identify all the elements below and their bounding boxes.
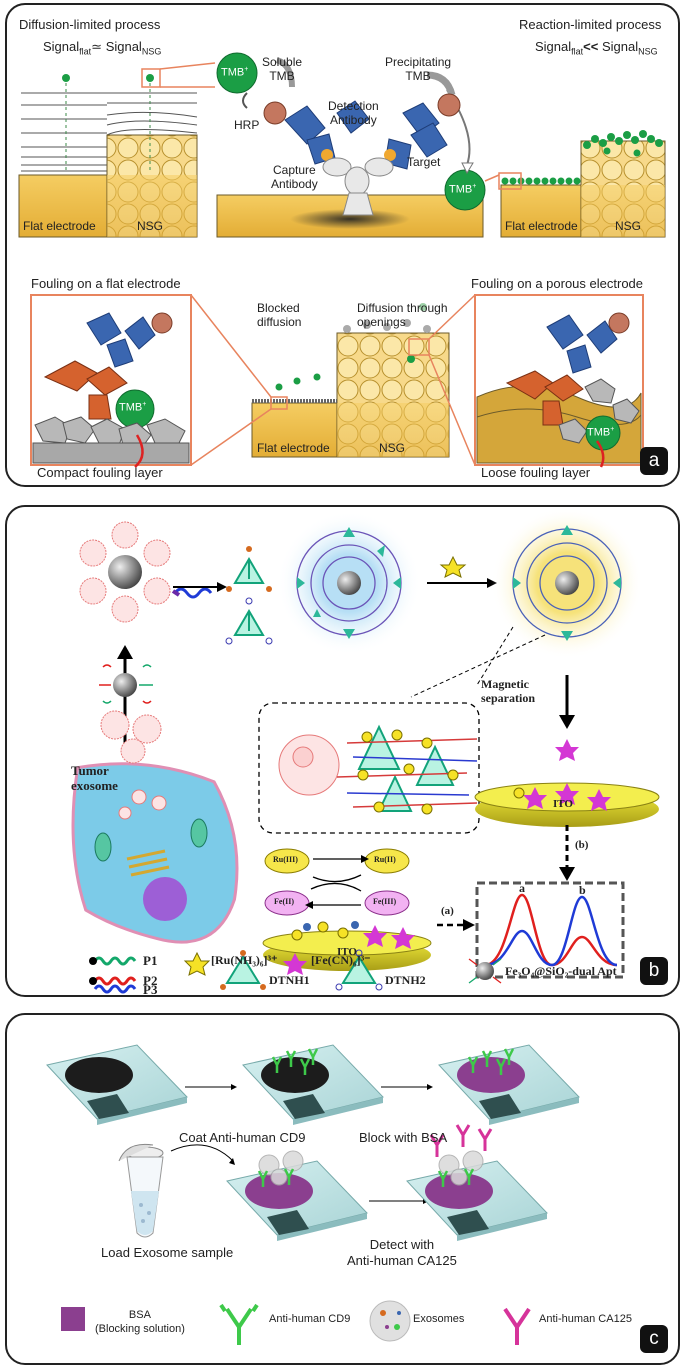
fe3o4-label: Fe₃O₄@SiO₂-dual Apt <box>505 964 617 978</box>
fouling-porous-title: Fouling on a porous electrode <box>471 276 644 291</box>
coat-label: Coat Anti-human CD9 <box>179 1130 306 1145</box>
ru-complex-label: [Ru(NH₃)₆]³⁺ <box>211 953 278 967</box>
peak-b-label: b <box>579 883 586 897</box>
fouling-centre-diagram <box>190 294 476 466</box>
p2-label: P2 <box>143 973 158 988</box>
panel-a-illustration <box>18 52 666 468</box>
nsg-label-3: NSG <box>379 441 406 455</box>
flat-electrode-label-1: Flat electrode <box>23 219 96 233</box>
chip-5 <box>406 1124 548 1241</box>
redox-cycle <box>264 848 410 916</box>
step-a-label: (a) <box>441 905 454 917</box>
precipitating-tmb-label: Precipitating TMB <box>385 55 452 83</box>
magnetic-separation-label: Magnetic separation <box>481 677 535 705</box>
tmb-plus-label-4: TMB+ <box>587 426 615 439</box>
load-label: Load Exosome sample <box>101 1245 234 1260</box>
detect-label: Detect with Anti-human CA125 <box>347 1237 457 1268</box>
sample-tube <box>118 1143 164 1238</box>
magnetic-bead-exosomes <box>79 521 171 623</box>
bsa-legend-label: BSA (Blocking solution) <box>95 1309 185 1335</box>
diffusion-openings-label: Diffusion through openings <box>357 301 448 329</box>
capture-antibody-label: Capture Antibody <box>271 163 318 191</box>
fe3-label: Fe(III) <box>373 897 397 906</box>
fe-complex-label: [Fe(CN)₆]³⁻ <box>311 953 371 967</box>
loose-fouling-zoom <box>134 294 644 468</box>
panel-c-illustration <box>46 1044 580 1345</box>
blocked-diffusion-label: Blocked diffusion <box>257 301 302 329</box>
soluble-tmb-label: Soluble TMB <box>262 55 303 83</box>
dtnh1-label: DTNH1 <box>269 973 310 987</box>
legend-icons <box>89 949 502 994</box>
chip-3 <box>438 1044 580 1125</box>
nsg-label-1: NSG <box>137 219 164 233</box>
chip-4 <box>226 1150 368 1241</box>
detection-antibody-label: Detection Antibody <box>328 99 379 127</box>
chip-2 <box>242 1044 384 1125</box>
ito-label-bottom: ITO <box>337 946 357 958</box>
target-label: Target <box>407 155 441 169</box>
tumor-cell <box>71 762 239 944</box>
p1-label: P1 <box>143 953 158 968</box>
tmb-plus-label-2: TMB+ <box>449 183 477 196</box>
zoom-inner <box>278 724 478 815</box>
dtnh-structures <box>225 546 273 645</box>
fe2-label: Fe(II) <box>274 897 294 906</box>
flat-electrode-label-2: Flat electrode <box>505 219 578 233</box>
tumor-exosome-label: Tumor exosome <box>71 763 118 793</box>
reaction-diagram <box>484 130 666 238</box>
reaction-limited-title: Reaction-limited process <box>519 17 662 32</box>
panel-a-badge: a <box>640 447 668 475</box>
diffusion-limited-title: Diffusion-limited process <box>19 17 161 32</box>
signal-equation-reaction: Signalflat<< SignalNSG <box>535 39 658 57</box>
hrp-label: HRP <box>234 118 260 132</box>
fouling-flat-title: Fouling on a flat electrode <box>31 276 181 291</box>
anti-ca125-legend-label: Anti-human CA125 <box>539 1313 632 1325</box>
compact-fouling-label: Compact fouling layer <box>37 465 163 480</box>
ru3-label: Ru(III) <box>273 855 298 864</box>
loose-fouling-label: Loose fouling layer <box>481 465 591 480</box>
panel-c-legend <box>61 1300 531 1345</box>
panel-c: Coat Anti-human CD9 Block with BSA Load … <box>5 1013 680 1365</box>
anti-cd9-legend-label: Anti-human CD9 <box>269 1313 351 1325</box>
panel-b-illustration <box>71 507 660 994</box>
ru2-label: Ru(II) <box>374 855 396 864</box>
dpv-peaks-plot <box>484 893 618 967</box>
panel-c-badge: c <box>640 1325 668 1353</box>
nsg-label-2: NSG <box>615 219 642 233</box>
signal-equation-diffusion: Signalflat≃ SignalNSG <box>43 39 162 57</box>
ito-electrode-right <box>474 782 660 827</box>
free-exosomes <box>100 710 162 764</box>
panel-b-badge: b <box>640 957 668 985</box>
step-b-label: (b) <box>575 839 589 851</box>
block-label: Block with BSA <box>359 1130 448 1145</box>
panel-a: Diffusion-limited process Signalflat≃ Si… <box>5 3 680 487</box>
sandwich-assay-diagram <box>216 52 486 238</box>
flat-electrode-label-3: Flat electrode <box>257 441 330 455</box>
peak-a-label: a <box>519 881 525 895</box>
chip-1 <box>46 1044 188 1125</box>
tmb-plus-label-1: TMB+ <box>221 66 249 79</box>
dtnh2-label: DTNH2 <box>385 973 426 987</box>
diffusion-diagram <box>18 62 216 238</box>
panel-b: Tumor exosome Magnetic separation ITO IT… <box>5 505 680 997</box>
compact-fouling-zoom <box>30 294 192 466</box>
exosomes-legend-label: Exosomes <box>413 1313 465 1325</box>
p3-label: P3 <box>143 982 158 997</box>
ito-label-right: ITO <box>553 798 573 810</box>
tmb-plus-label-3: TMB+ <box>119 401 147 414</box>
